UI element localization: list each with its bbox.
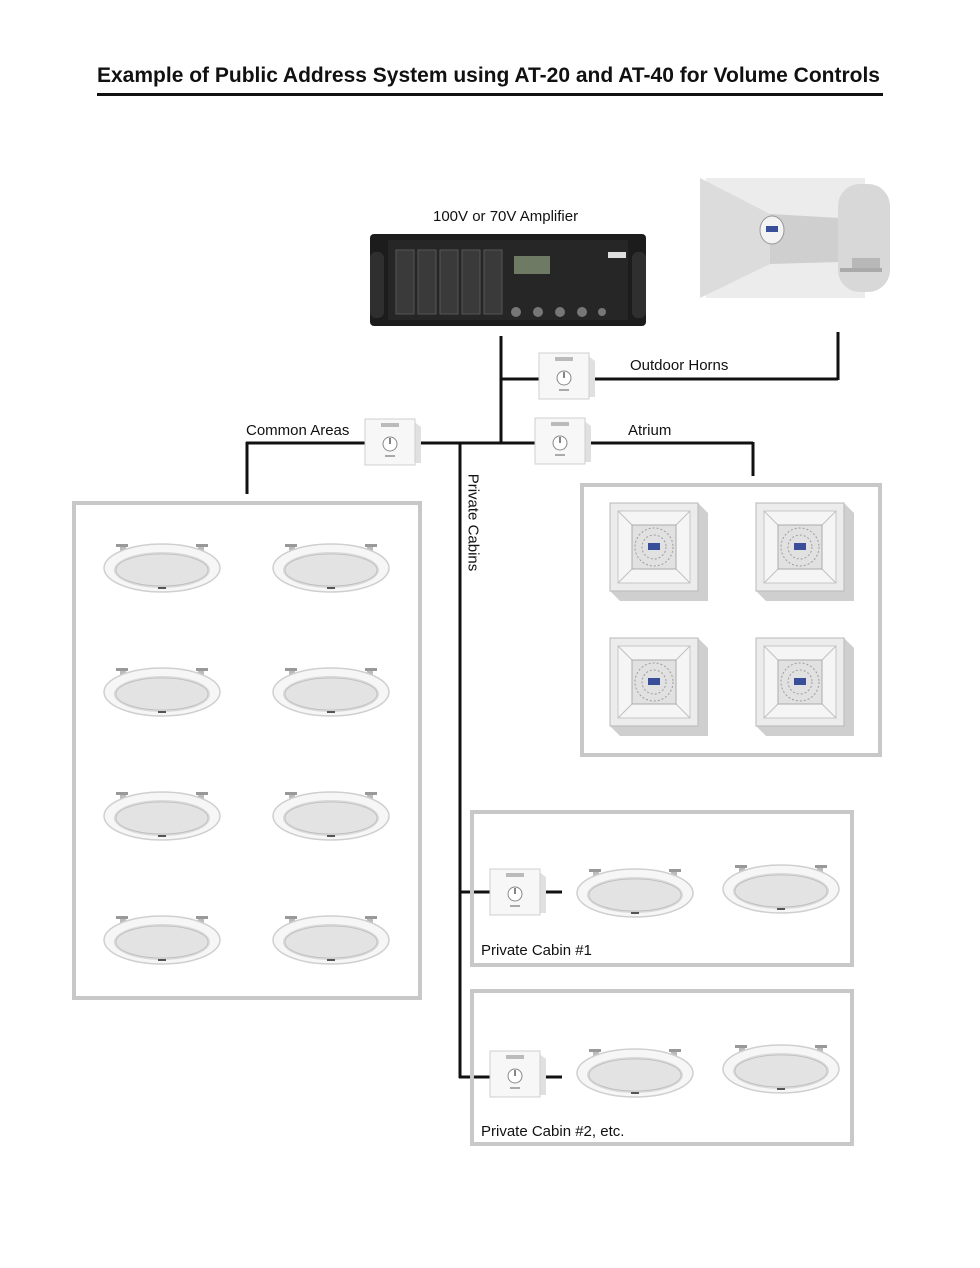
outdoor-horns-label: Outdoor Horns — [630, 357, 729, 374]
volume-control-cabin-2 — [489, 1050, 547, 1098]
private-cabins-label: Private Cabins — [464, 473, 482, 572]
common-areas-label: Common Areas — [246, 422, 350, 439]
ceiling-speaker — [103, 667, 221, 717]
ceiling-speaker — [722, 864, 840, 914]
ceiling-speaker — [576, 1048, 694, 1098]
ceiling-speaker — [103, 791, 221, 841]
ceiling-speaker — [272, 667, 390, 717]
private-cabin-1-zone — [470, 810, 854, 967]
atrium-label: Atrium — [628, 422, 672, 439]
ceiling-speaker — [272, 915, 390, 965]
ceiling-speaker — [103, 915, 221, 965]
wall-speaker — [755, 502, 855, 602]
ceiling-speaker — [272, 791, 390, 841]
amplifier — [370, 234, 646, 326]
common-areas-zone — [72, 501, 422, 1000]
ceiling-speaker — [576, 868, 694, 918]
ceiling-speaker — [272, 543, 390, 593]
wall-speaker — [609, 637, 709, 737]
wall-speaker — [609, 502, 709, 602]
title-underline — [97, 93, 883, 96]
volume-control-outdoor — [538, 352, 596, 400]
ceiling-speaker — [722, 1044, 840, 1094]
atrium-zone — [580, 483, 882, 757]
wall-speaker — [755, 637, 855, 737]
private-cabin-2-label: Private Cabin #2, etc. — [481, 1123, 625, 1140]
private-cabin-1-label: Private Cabin #1 — [481, 942, 592, 959]
volume-control-atrium — [534, 417, 592, 465]
ceiling-speaker — [103, 543, 221, 593]
private-cabin-2-zone — [470, 989, 854, 1146]
amplifier-label: 100V or 70V Amplifier — [433, 208, 579, 225]
diagram-title: Example of Public Address System using A… — [97, 64, 880, 87]
outdoor-horn-speaker — [700, 178, 890, 298]
volume-control-common — [364, 418, 422, 466]
volume-control-cabin-1 — [489, 868, 547, 916]
